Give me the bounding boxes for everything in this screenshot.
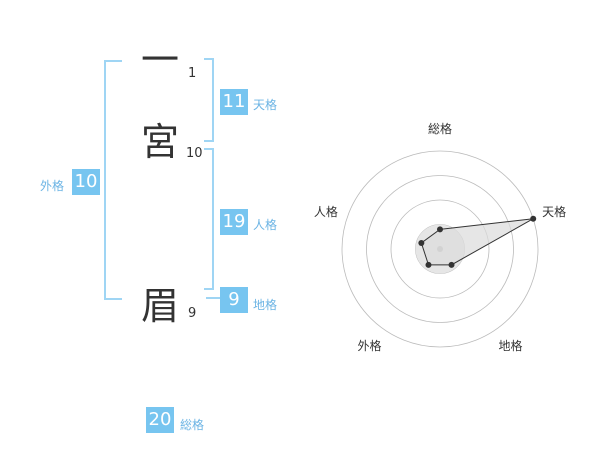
gaikaku-bracket <box>104 60 122 300</box>
radar-ring-3 <box>366 175 514 323</box>
radar-point-5 <box>418 239 425 246</box>
chikaku-connector <box>206 297 220 299</box>
name-char-1: 一 <box>140 38 179 82</box>
name-char-2: 宮 <box>140 120 179 164</box>
stroke-count-2: 10 <box>186 146 203 161</box>
chikaku-value-badge: 9 <box>220 287 248 313</box>
stroke-count-1: 1 <box>188 66 197 81</box>
gaikaku-label: 外格 <box>40 179 65 193</box>
jinkaku-label: 人格 <box>253 218 278 232</box>
radar-point-1 <box>437 226 443 233</box>
radar-ring-2 <box>390 199 490 299</box>
radar-axis-label-4: 外格 <box>357 338 381 353</box>
radar-axis-label-1: 総格 <box>428 121 452 136</box>
soukaku-value-badge: 20 <box>146 407 174 433</box>
jinkaku-value-badge: 19 <box>220 209 248 235</box>
radar-ring-4 <box>341 150 539 348</box>
soukaku-label: 総格 <box>180 418 205 432</box>
radar-axis-label-5: 人格 <box>314 204 338 219</box>
radar-point-3 <box>448 261 455 268</box>
jinkaku-bracket <box>204 148 214 290</box>
radar-point-2 <box>530 215 537 222</box>
tenkaku-value-badge: 11 <box>220 89 248 115</box>
radar-axis-label-3: 地格 <box>499 338 523 353</box>
radar-area <box>420 218 534 266</box>
name-char-3: 眉 <box>140 284 179 328</box>
tenkaku-bracket <box>204 58 214 142</box>
radar-point-4 <box>425 261 432 268</box>
gaikaku-value-badge: 10 <box>72 169 100 195</box>
chikaku-label: 地格 <box>253 298 278 312</box>
tenkaku-label: 天格 <box>253 98 278 112</box>
stroke-count-3: 9 <box>188 306 197 321</box>
radar-axis-label-2: 天格 <box>542 204 566 219</box>
